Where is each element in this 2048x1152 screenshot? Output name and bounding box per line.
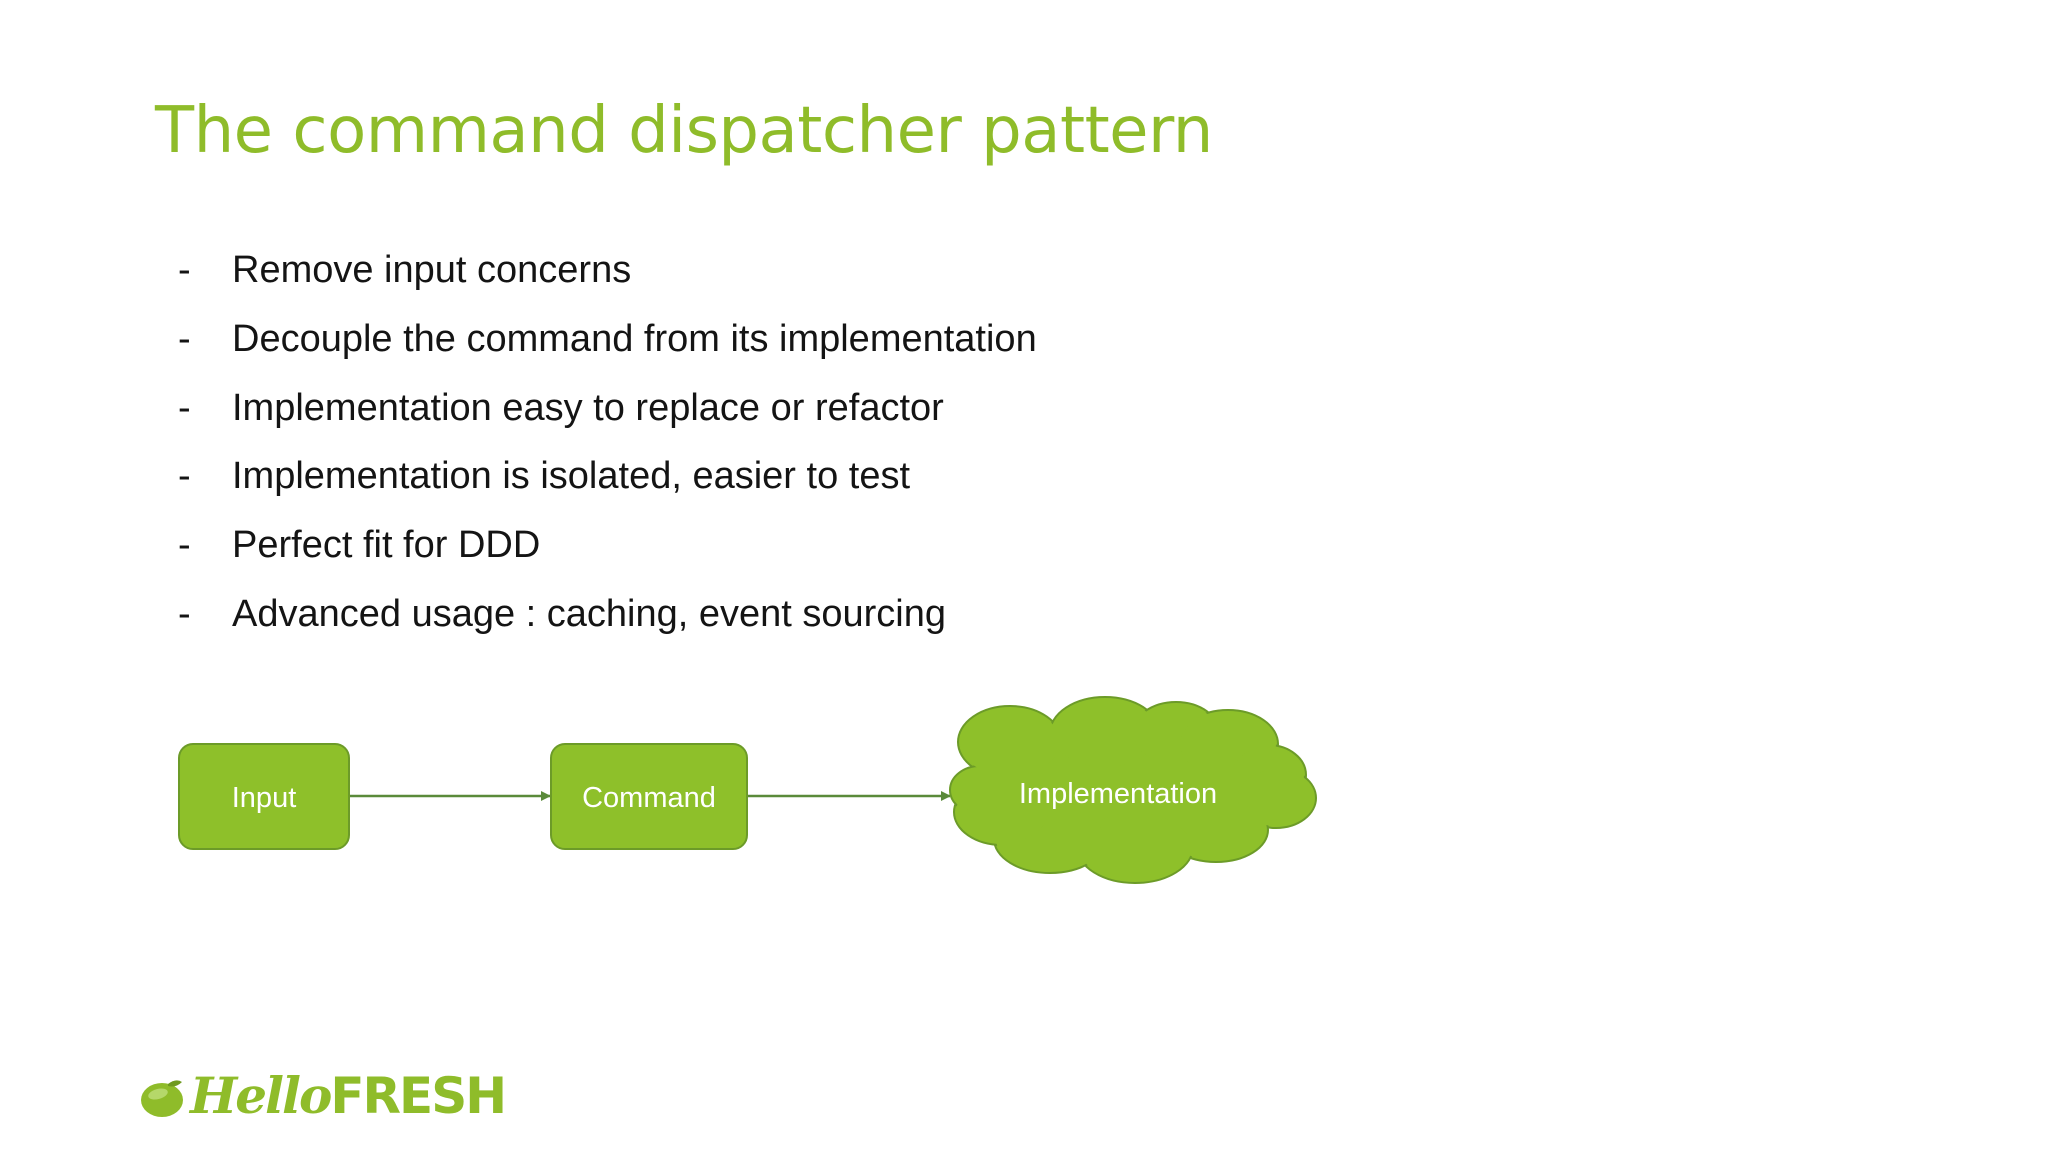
- node-input-label: Input: [232, 782, 297, 814]
- node-input-box: [178, 743, 350, 850]
- bullet-text: Perfect fit for DDD: [232, 524, 541, 567]
- bullet-text: Decouple the command from its implementa…: [232, 317, 1037, 360]
- node-implementation-label: Implementation: [1019, 778, 1217, 810]
- hellofresh-logo: HelloFRESH: [138, 1062, 507, 1132]
- node-implementation: Implementation: [949, 696, 1317, 884]
- node-command-box: [550, 743, 748, 850]
- bullet-marker: -: [178, 317, 191, 360]
- slide-title: The command dispatcher pattern: [155, 94, 1213, 168]
- bullet-text: Remove input concerns: [232, 249, 632, 291]
- node-input: Input: [178, 743, 350, 850]
- logo-hello: Hello: [190, 1066, 332, 1125]
- node-command: Command: [550, 743, 748, 850]
- lime-icon: [141, 1080, 183, 1117]
- bullet-marker: -: [178, 524, 191, 567]
- bullet-text: Implementation easy to replace or refact…: [232, 386, 944, 429]
- bullet-text: Advanced usage : caching, event sourcing: [232, 592, 947, 635]
- logo-wordmark: HelloFRESH: [190, 1064, 507, 1128]
- bullet-marker: -: [178, 249, 191, 291]
- cloud-fill: [952, 699, 1314, 881]
- bullet-text: Implementation is isolated, easier to te…: [232, 455, 911, 498]
- bullet-marker: -: [178, 455, 191, 498]
- node-command-label: Command: [582, 782, 716, 814]
- bullet-marker: -: [178, 386, 191, 429]
- logo-fresh: FRESH: [330, 1067, 507, 1125]
- bullet-marker: -: [178, 592, 191, 635]
